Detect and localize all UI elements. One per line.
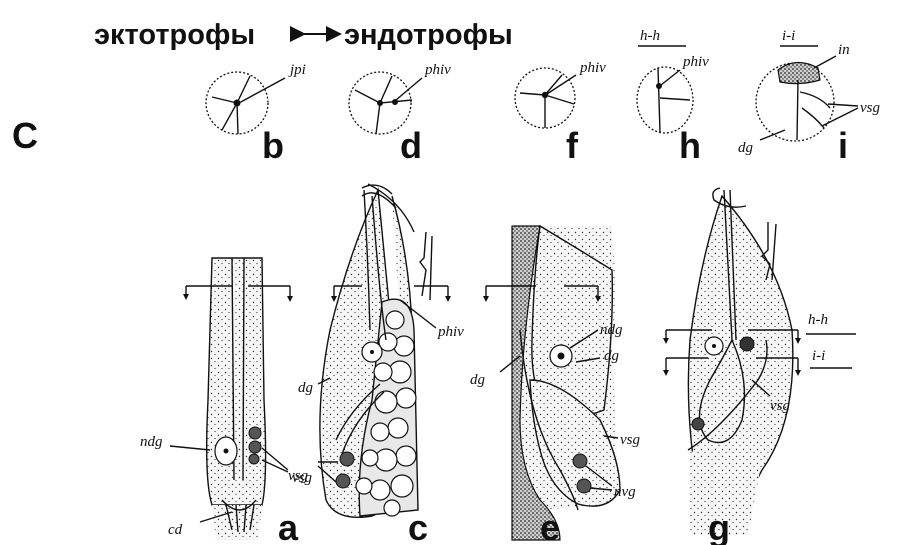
letter-c: c	[408, 507, 428, 545]
letter-g: g	[708, 507, 730, 545]
letter-h: h	[679, 125, 701, 166]
panel-c: phiv dg vsg c	[292, 184, 464, 545]
label-dg-i: dg	[738, 140, 754, 156]
title: эктотрофы эндотрофы	[94, 19, 513, 51]
label-phiv-f: phiv	[579, 60, 606, 76]
label-ndg-a: ndg	[140, 434, 163, 450]
label-phiv-c: phiv	[437, 324, 464, 340]
panel-e: ndg dg dg vsg nvg e	[470, 226, 640, 545]
label-dg-c: dg	[298, 380, 314, 396]
letter-a: a	[278, 507, 299, 545]
title-ectotrophs: эктотрофы	[94, 19, 255, 51]
label-in: in	[838, 42, 850, 58]
section-mark-h: h-h	[640, 28, 660, 44]
label-vsg-e: vsg	[620, 432, 640, 448]
label-cd: cd	[168, 522, 183, 538]
section-b: jpi b	[206, 62, 306, 166]
label-ndg-e: ndg	[600, 322, 623, 338]
section-i: in vsg dg i	[738, 42, 880, 166]
section-mark-g-top: h-h	[808, 312, 828, 328]
letter-i: i	[838, 125, 848, 166]
letter-d: d	[400, 125, 422, 166]
letter-b: b	[262, 125, 284, 166]
letter-f: f	[566, 125, 579, 166]
section-f: phiv f	[515, 60, 606, 166]
letter-e: e	[540, 507, 560, 545]
section-d: phiv d	[349, 62, 451, 166]
section-h: phiv h	[637, 54, 709, 166]
section-mark-g-bottom: i-i	[812, 348, 825, 364]
label-vsg-g: vsg	[770, 398, 790, 414]
label-dg-e2: dg	[604, 348, 620, 364]
panel-letter: C	[12, 115, 38, 156]
label-vsg-i: vsg	[860, 100, 880, 116]
label-vsg-c: vsg	[292, 470, 312, 486]
panel-a: ndg vsg cd a	[140, 258, 308, 545]
label-nvg: nvg	[614, 484, 636, 500]
label-phiv-h: phiv	[682, 54, 709, 70]
label-jpi: jpi	[288, 62, 306, 78]
panel-g: h-h i-i vsg g	[663, 188, 856, 545]
section-mark-i: i-i	[782, 28, 795, 44]
label-phiv-d: phiv	[424, 62, 451, 78]
label-dg-e1: dg	[470, 372, 486, 388]
title-endotrophs: эндотрофы	[344, 19, 513, 51]
